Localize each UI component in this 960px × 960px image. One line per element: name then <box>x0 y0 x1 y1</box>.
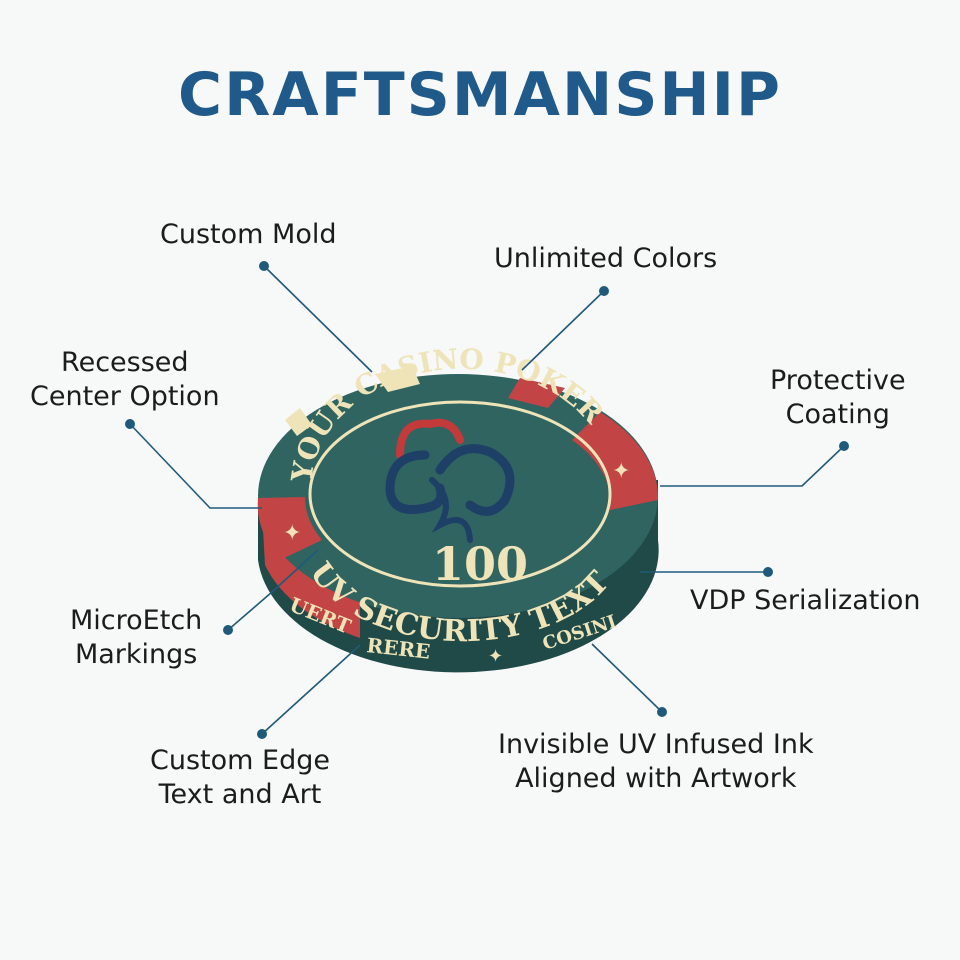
chip-top-red-segment-left <box>257 497 322 560</box>
label-unlimited-colors: Unlimited Colors <box>494 242 717 276</box>
label-custom-mold: Custom Mold <box>160 218 336 252</box>
swirl-cloud-logo-icon <box>385 418 515 543</box>
label-microetch: MicroEtch Markings <box>70 604 202 672</box>
chip-top-red-segment-right <box>572 412 659 510</box>
label-unlimited-colors-text: Unlimited Colors <box>494 243 718 274</box>
page-title: CRAFTSMANSHIP <box>178 60 782 130</box>
label-custom-mold-text: Custom Mold <box>160 219 337 250</box>
chip-star-icon-left: ✦ <box>283 521 301 546</box>
label-microetch-line2: Markings <box>74 639 198 670</box>
label-custom-edge: Custom Edge Text and Art <box>150 744 330 812</box>
label-recessed-center: Recessed Center Option <box>30 346 220 414</box>
label-microetch-line1: MicroEtch <box>70 605 203 636</box>
chip-top-red-segment-top <box>508 378 565 408</box>
label-uv-line2: Aligned with Artwork <box>515 763 797 794</box>
label-vdp-text: VDP Serialization <box>690 585 921 616</box>
label-edge-line2: Text and Art <box>158 779 322 810</box>
chip-value: 100 <box>432 537 528 591</box>
leader-lines <box>125 261 849 739</box>
label-protective-coating: Protective Coating <box>770 364 906 432</box>
chip-star-icon-right: ✦ <box>612 459 630 484</box>
label-protective-line2: Coating <box>785 399 890 430</box>
chip-top-cream-segment-2 <box>285 408 312 436</box>
label-recessed-line2: Center Option <box>30 381 220 412</box>
label-protective-line1: Protective <box>770 365 906 396</box>
label-uv-ink: Invisible UV Infused Ink Aligned with Ar… <box>498 728 814 796</box>
label-uv-line1: Invisible UV Infused Ink <box>498 729 814 760</box>
chip-top-cream-segment <box>375 366 420 392</box>
label-vdp-serialization: VDP Serialization <box>690 584 920 618</box>
chip-edge-star-icon: ✦ <box>488 646 503 667</box>
chip-inner-ring <box>308 400 612 588</box>
label-recessed-line1: Recessed <box>61 347 189 378</box>
label-edge-line1: Custom Edge <box>150 745 330 776</box>
